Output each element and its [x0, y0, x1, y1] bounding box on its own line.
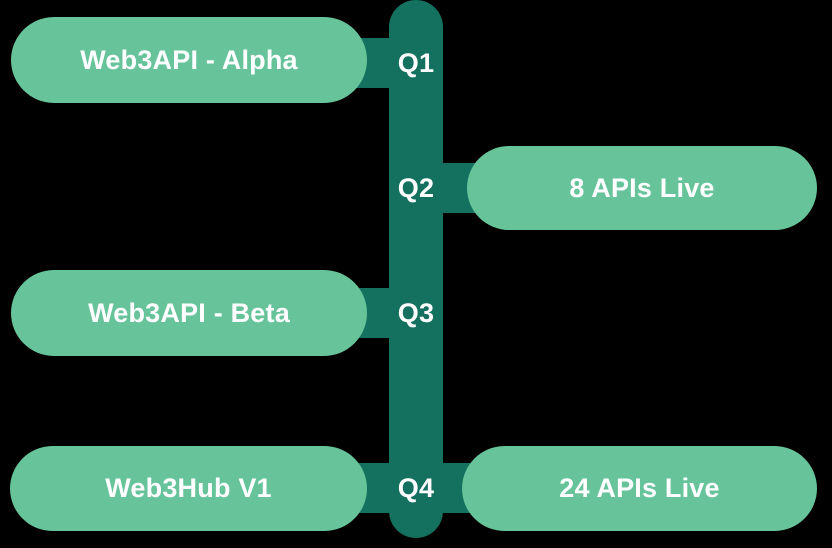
- milestone-pill-q4-left[interactable]: Web3Hub V1: [10, 446, 367, 531]
- timeline-spine: [389, 0, 443, 538]
- milestone-pill-q4-right[interactable]: 24 APIs Live: [462, 446, 817, 531]
- milestone-pill-q2-right[interactable]: 8 APIs Live: [467, 146, 817, 230]
- quarter-label-q4: Q4: [397, 472, 435, 503]
- quarter-label-q3: Q3: [397, 297, 435, 328]
- quarter-label-q1: Q1: [397, 47, 435, 78]
- quarter-label-q2: Q2: [397, 172, 435, 203]
- milestone-pill-q1-left[interactable]: Web3API - Alpha: [11, 17, 367, 103]
- milestone-pill-q3-left[interactable]: Web3API - Beta: [11, 270, 367, 356]
